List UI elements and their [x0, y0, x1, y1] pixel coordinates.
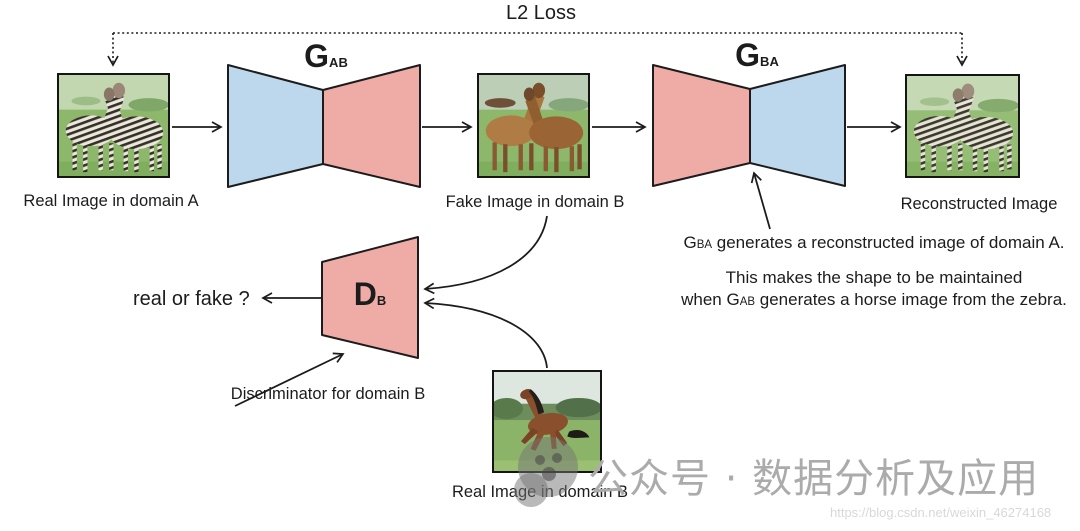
db-label-main: D [353, 276, 377, 312]
watermark-text: 公众号 · 数据分析及应用 [588, 456, 1040, 502]
photo-reconstructed-zebra [905, 74, 1020, 178]
gab-label-sub: AB [329, 55, 348, 70]
photo-fake-horse-domain-b [477, 73, 590, 178]
generator-gab-shape [227, 64, 421, 188]
generator-gba-shape [652, 64, 846, 187]
real-or-fake-label: real or fake ? [133, 288, 250, 310]
arrow-caption-to-db [234, 352, 345, 407]
annotation3-sub: AB [739, 296, 756, 308]
horse-pair-illustration [479, 75, 588, 176]
horse-figure [520, 389, 590, 451]
watermark-url: https://blog.csdn.net/weixin_46274168 [830, 505, 1052, 520]
reconstructed-zebra-illustration [907, 76, 1018, 176]
photo-real-horse-domain-b [492, 370, 602, 473]
zebra-pair-illustration [59, 75, 168, 176]
annotation-line-3: when GAB generates a horse image from th… [664, 290, 1080, 310]
l2-loss-label: L2 Loss [505, 2, 577, 24]
caption-fake-image-domain-b: Fake Image in domain B [445, 193, 625, 211]
arrow-annotation-to-gba [750, 171, 771, 230]
annotation-line-1: GBA generates a reconstructed image of d… [664, 233, 1080, 253]
l2-loss-connector [107, 32, 968, 67]
caption-discriminator: Discriminator for domain B [230, 385, 426, 403]
annotation-line-2: This makes the shape to be maintained [725, 268, 1023, 287]
galloping-horse-illustration [494, 372, 600, 471]
annotation1-g: G [683, 233, 697, 252]
discriminator-db-trapezoid [321, 236, 419, 359]
gba-label: GBA [735, 37, 779, 74]
caption-reconstructed-image: Reconstructed Image [900, 195, 1058, 213]
caption-real-image-domain-a: Real Image in domain A [23, 192, 199, 210]
db-label-sub: B [376, 293, 387, 308]
curve-realb-to-db [423, 297, 548, 369]
gab-label: GAB [304, 38, 348, 75]
gab-decoder-trapezoid [322, 64, 421, 188]
photo-real-zebra-domain-a [57, 73, 170, 178]
annotation3-rest: generates a horse image from the zebra. [755, 290, 1067, 309]
gab-label-main: G [304, 38, 330, 74]
gba-label-main: G [735, 37, 761, 73]
annotation1-rest: generates a reconstructed image of domai… [712, 233, 1065, 252]
annotation3-pre: when [681, 290, 727, 309]
gba-label-sub: BA [760, 54, 779, 69]
annotation3-g: G [726, 290, 740, 309]
curve-fakeb-to-db [423, 215, 548, 295]
gba-decoder-trapezoid [749, 64, 846, 187]
gab-encoder-trapezoid [227, 64, 324, 188]
gba-encoder-trapezoid [652, 64, 751, 187]
annotation1-sub: BA [696, 239, 713, 251]
db-label: DB [354, 276, 387, 313]
